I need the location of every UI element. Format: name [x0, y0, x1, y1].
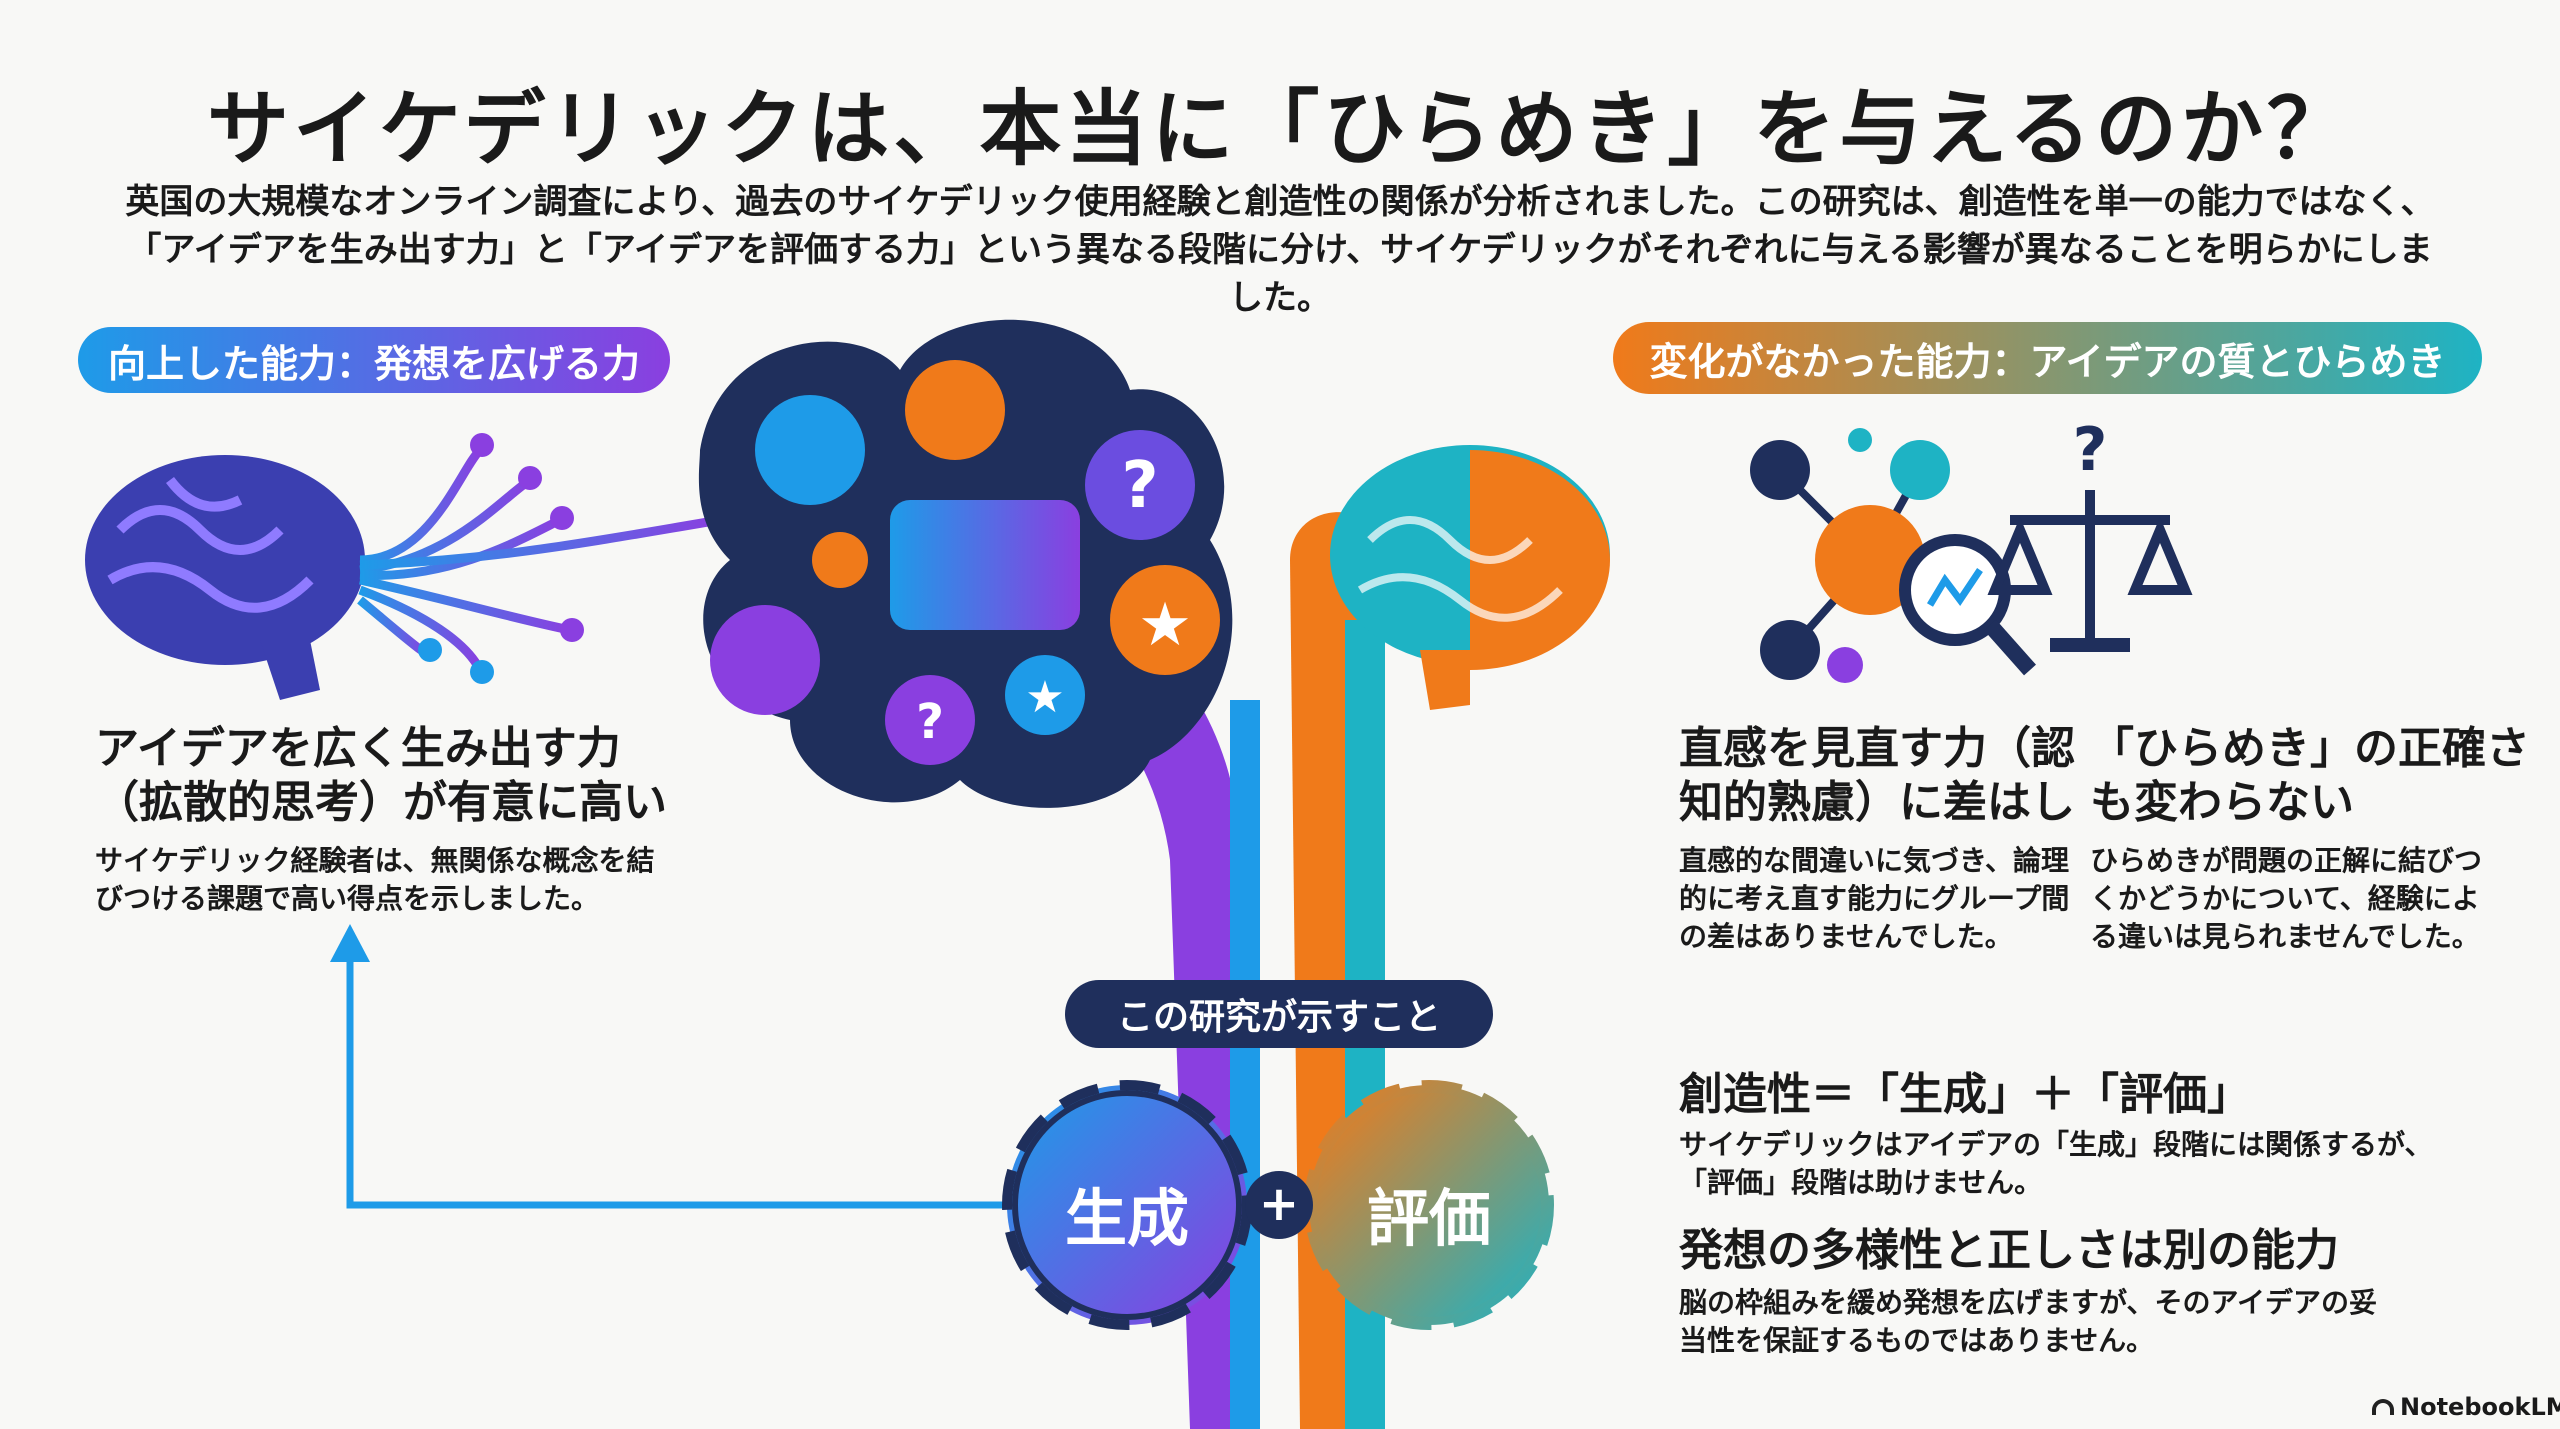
bottom-heading-1: 創造性＝「生成」＋「評価」	[1679, 1069, 2251, 1120]
bottom-right-section: 創造性＝「生成」＋「評価」 サイケデリックはアイデアの「生成」段階には関係するが…	[1679, 1068, 2432, 1360]
gear-evaluation	[1304, 1080, 1554, 1330]
pill-improved-ability: 向上した能力：発想を広げる力	[78, 327, 670, 393]
bottom-body-2: 当性を保証するものではありません。	[1679, 1324, 2155, 1357]
right-col-1: 直感を見直す力（認 知的熟慮）に差はし 直感的な間違いに気づき、論理 的に考え直…	[1679, 722, 2075, 956]
bottom-body-2: 脳の枠組みを緩め発想を広げますが、そのアイデアの妥	[1679, 1286, 2378, 1319]
right-col-2: 「ひらめき」の正確さ も変わらない ひらめきが問題の正解に結びつ くかどうかにつ…	[2090, 722, 2530, 956]
svg-text:?: ?	[916, 694, 944, 750]
col1-heading: 直感を見直す力（認	[1679, 723, 2075, 774]
plus-sign: +	[1258, 1176, 1300, 1232]
gear-evaluation-label: 評価	[1366, 1182, 1491, 1255]
svg-text:?: ?	[2073, 415, 2108, 485]
notebooklm-label: NotebookLM	[2400, 1393, 2560, 1421]
left-heading: （拡散的思考）が有意に高い	[95, 777, 667, 828]
bottom-body-1: サイケデリックはアイデアの「生成」段階には関係するが、	[1679, 1128, 2433, 1161]
col1-body: の差はありませんでした。	[1679, 920, 2013, 953]
col2-body: くかどうかについて、経験によ	[2090, 882, 2480, 915]
feedback-arrow	[330, 924, 1030, 1209]
intro-line: 「アイデアを生み出す力」と「アイデアを評価する力」という異なる段階に分け、サイケ…	[127, 230, 2433, 318]
bottom-heading-2: 発想の多様性と正しさは別の能力	[1679, 1225, 2339, 1276]
col1-body: 直感的な間違いに気づき、論理	[1679, 844, 2070, 877]
brain-icon-left	[85, 455, 365, 700]
left-body: サイケデリック経験者は、無関係な概念を結	[95, 844, 655, 877]
brain-icon-center	[1330, 445, 1610, 710]
col2-heading: 「ひらめき」の正確さ	[2090, 723, 2530, 774]
pill-unchanged-ability: 変化がなかった能力：アイデアの質とひらめき	[1613, 322, 2482, 394]
left-heading: アイデアを広く生み出す力	[95, 723, 621, 774]
icon-cloud: ? ★ ★ ?	[698, 319, 1233, 808]
branch-nodes	[418, 433, 584, 684]
star-icon	[1110, 565, 1220, 675]
col1-heading: 知的熟慮）に差はし	[1679, 777, 2075, 828]
network-magnifier-icon	[1750, 428, 2036, 683]
question-icon	[1085, 430, 1195, 540]
paintbrush-icon	[890, 500, 1080, 630]
intro-text: 英国の大規模なオンライン調査により、過去のサイケデリック使用経験と創造性の関係が…	[120, 178, 2440, 322]
left-body: びつける課題で高い得点を示しました。	[95, 882, 600, 915]
svg-text:?: ?	[1121, 449, 1158, 523]
intro-line: 英国の大規模なオンライン調査により、過去のサイケデリック使用経験と創造性の関係が…	[125, 182, 2435, 222]
left-section: アイデアを広く生み出す力 （拡散的思考）が有意に高い サイケデリック経験者は、無…	[95, 722, 667, 918]
plus-circle	[1245, 1171, 1313, 1239]
page-title: サイケデリックは、本当に「ひらめき」を与えるのか？	[207, 82, 2353, 177]
gear-generation-label: 生成	[1064, 1182, 1189, 1255]
svg-text:★: ★	[1025, 672, 1064, 723]
scale-icon: ?	[1987, 415, 2193, 652]
col2-body: ひらめきが問題の正解に結びつ	[2090, 844, 2483, 877]
bottom-body-1: 「評価」段階は助けません。	[1679, 1166, 2043, 1199]
col2-heading: も変わらない	[2090, 777, 2354, 828]
notebooklm-badge: NotebookLM	[2372, 1393, 2560, 1421]
bird-icon	[755, 395, 865, 505]
gear-generation	[1002, 1080, 1252, 1330]
col1-body: 的に考え直す能力にグループ間	[1679, 882, 2070, 915]
notebooklm-logo-icon	[2372, 1399, 2394, 1415]
gear-icon	[905, 360, 1005, 460]
svg-text:★: ★	[1138, 590, 1192, 660]
col2-body: る違いは見られませんでした。	[2090, 920, 2480, 953]
pill-study-shows: この研究が示すこと	[1065, 980, 1493, 1048]
